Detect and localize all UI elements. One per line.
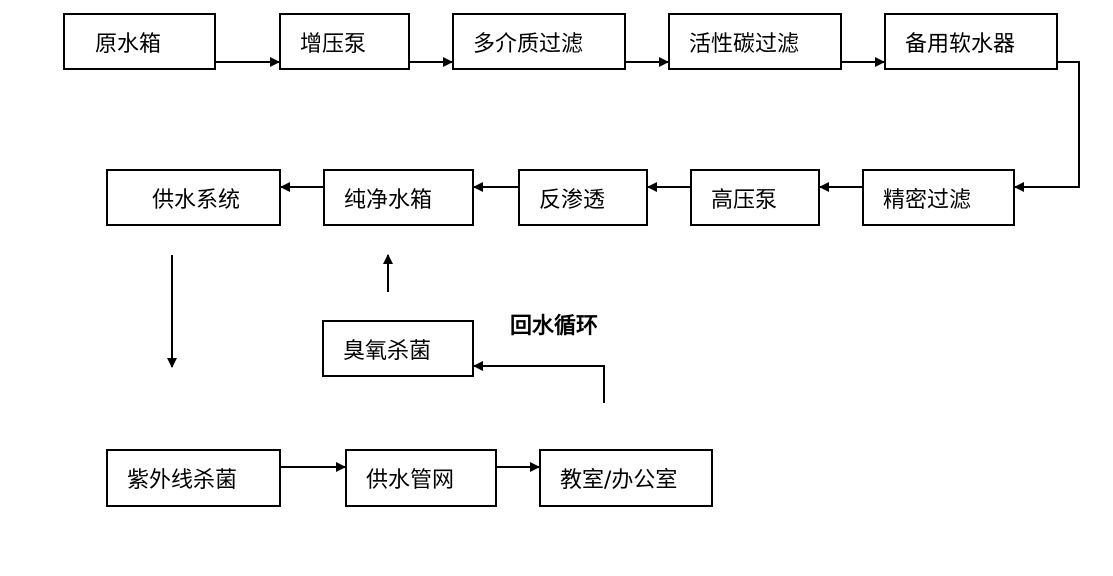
node-reverse-osmosis-label: 反渗透 <box>539 187 606 213</box>
node-supply-network-label: 供水管网 <box>366 468 455 493</box>
node-booster-pump: 增压泵 <box>279 13 410 70</box>
arrow-return-loop-to-ozone <box>473 361 605 403</box>
node-uv-sterilization: 紫外线杀菌 <box>106 449 281 507</box>
node-supply-system-label: 供水系统 <box>152 187 241 213</box>
node-pure-water-tank-label: 纯净水箱 <box>344 187 433 213</box>
node-booster-pump-label: 增压泵 <box>300 31 367 57</box>
node-carbon-filter: 活性碳过滤 <box>668 13 842 70</box>
node-precision-filter: 精密过滤 <box>862 169 1015 226</box>
node-supply-network: 供水管网 <box>345 449 497 507</box>
return-loop-label: 回水循环 <box>510 314 599 339</box>
node-softener-label: 备用软水器 <box>905 31 1016 57</box>
node-multimedia-filter: 多介质过滤 <box>452 13 626 70</box>
node-high-pressure-pump-label: 高压泵 <box>711 187 778 213</box>
node-uv-sterilization-label: 紫外线杀菌 <box>127 468 238 493</box>
node-raw-tank: 原水箱 <box>63 13 216 70</box>
node-raw-tank-label: 原水箱 <box>95 31 162 57</box>
node-reverse-osmosis: 反渗透 <box>518 169 648 226</box>
node-high-pressure-pump: 高压泵 <box>690 169 820 226</box>
node-softener: 备用软水器 <box>884 13 1058 70</box>
node-carbon-filter-label: 活性碳过滤 <box>689 31 800 57</box>
arrow-softener-to-precision-filter <box>1014 61 1080 192</box>
node-precision-filter-label: 精密过滤 <box>883 187 972 213</box>
node-ozone-sterilization-label: 臭氧杀菌 <box>343 338 432 364</box>
node-supply-system: 供水系统 <box>106 169 281 226</box>
node-multimedia-filter-label: 多介质过滤 <box>473 31 584 57</box>
node-classroom-office: 教室/办公室 <box>539 449 713 507</box>
node-classroom-office-label: 教室/办公室 <box>560 468 678 493</box>
node-ozone-sterilization: 臭氧杀菌 <box>322 320 474 377</box>
node-pure-water-tank: 纯净水箱 <box>323 169 474 226</box>
